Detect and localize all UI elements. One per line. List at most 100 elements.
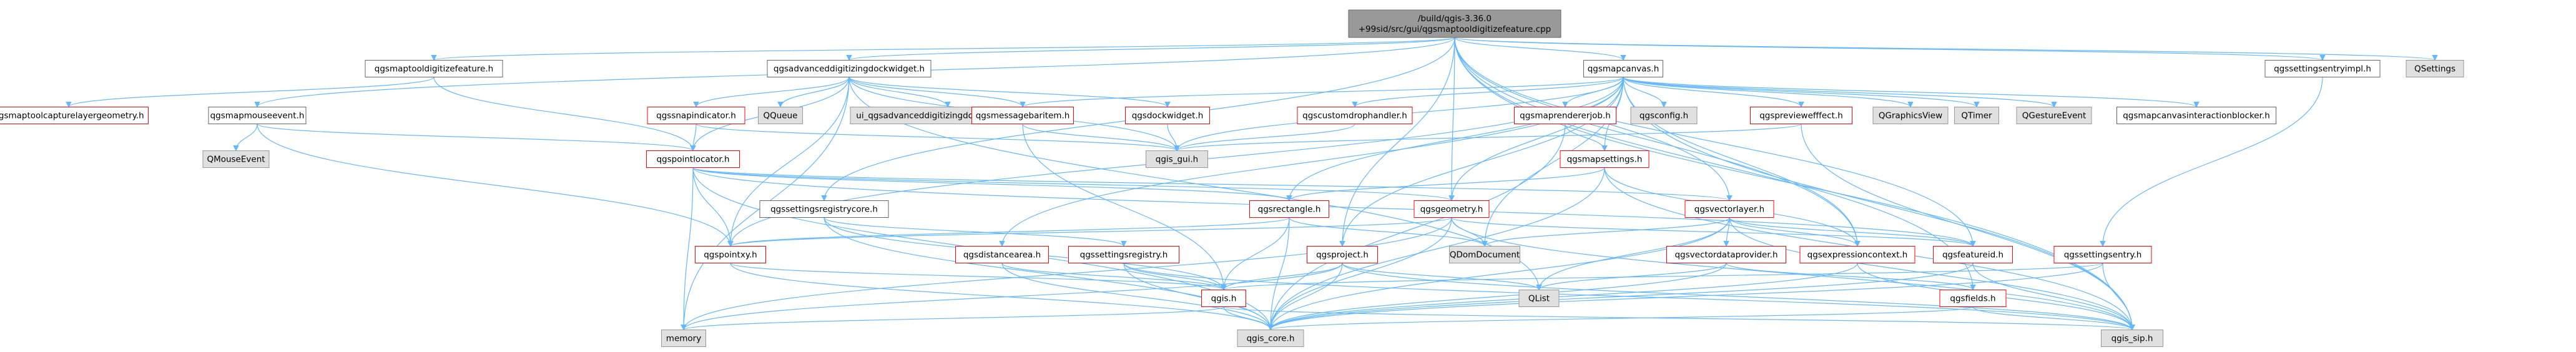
node-label: qgsproject.h [1316, 250, 1369, 260]
edge-settingsentry-to-qgis [1221, 262, 2103, 291]
edge-featureid-to-qgis_sip [1972, 263, 2135, 331]
node-label: qgssettingsentryimpl.h [2274, 64, 2371, 74]
edge-vectorlayer-to-qlist [1536, 217, 1730, 291]
node-qgis[interactable]: qgis.h [1201, 290, 1246, 307]
edge-root-to-geometry [1448, 37, 1455, 202]
edge-project-to-qgis [1221, 263, 1343, 291]
node-label: qgscustomdrophandler.h [1302, 111, 1407, 121]
node-label: qgspointlocator.h [656, 155, 729, 165]
edge-fields-to-qgis_core [1267, 306, 1974, 331]
node-label: qgsmaptoolcapturelayergeometry.h [0, 111, 144, 121]
node-memory: memory [661, 330, 706, 347]
node-expressioncontext[interactable]: qgsexpressioncontext.h [1799, 246, 1915, 263]
node-advanceddigitizingdockwidget[interactable]: qgsadvanceddigitizingdockwidget.h [767, 60, 932, 77]
node-label: qgsdistancearea.h [963, 250, 1041, 260]
edge-pointxy-to-qgis [730, 262, 1227, 291]
node-box [202, 150, 270, 168]
node-customdrophandler[interactable]: qgscustomdrophandler.h [1297, 107, 1413, 124]
node-pointlocator[interactable]: qgspointlocator.h [646, 150, 740, 168]
node-box [1518, 290, 1560, 307]
edge-mapcanvas-to-previeweffect [1623, 77, 1804, 108]
node-settingsregistrycore[interactable]: qgssettingsregistrycore.h [759, 200, 889, 218]
node-qgis_core: qgis_core.h [1237, 330, 1304, 347]
edge-vectorlayer-to-expressioncontext [1729, 217, 1861, 247]
node-settingsentryimpl[interactable]: qgssettingsentryimpl.h [2264, 60, 2381, 77]
node-qdomdocument: QDomDocument [1449, 246, 1520, 263]
edge-fields-to-qgis_sip [1972, 306, 2135, 331]
node-vectorlayer[interactable]: qgsvectorlayer.h [1684, 200, 1774, 218]
edge-advanceddigitizingdockwidget-to-snapindicator [693, 77, 850, 108]
edge-project-to-qlist [1342, 262, 1542, 291]
node-mapsettings[interactable]: qgsmapsettings.h [1560, 150, 1649, 168]
node-box [2016, 107, 2092, 124]
node-dockwidget[interactable]: qgsdockwidget.h [1125, 107, 1210, 124]
node-settingsregistry[interactable]: qgssettingsregistry.h [1068, 246, 1179, 263]
edge-mapmouseevent-to-pointlocator [257, 123, 696, 152]
node-pointxy[interactable]: qgspointxy.h [695, 246, 766, 263]
node-root[interactable]: /build/qgis-3.36.0+99sid/src/gui/qgsmapt… [1348, 9, 1561, 38]
node-mapmouseevent[interactable]: qgsmapmouseevent.h [208, 107, 307, 124]
edge-vectorlayer-to-qdomdocument [1482, 217, 1730, 247]
node-previeweffect[interactable]: qgspreviewefffect.h [1750, 107, 1852, 124]
node-box [1201, 290, 1246, 307]
node-distancearea[interactable]: qgsdistancearea.h [955, 246, 1049, 263]
edge-root-to-qsettings [1454, 37, 2438, 61]
node-maptooldigitizefeature[interactable]: qgsmaptooldigitizefeature.h [365, 60, 503, 77]
edge-mapsettings-to-qgis_core [1267, 167, 1605, 331]
node-geometry[interactable]: qgsgeometry.h [1413, 200, 1490, 218]
node-qgraphicsview: QGraphicsView [1872, 107, 1949, 124]
node-rectangle[interactable]: qgsrectangle.h [1249, 200, 1329, 218]
node-label: qgis_gui.h [1156, 155, 1198, 165]
node-fields[interactable]: qgsfields.h [1939, 290, 2007, 307]
node-box [955, 246, 1049, 263]
node-box [1560, 150, 1649, 168]
node-settingsentry[interactable]: qgssettingsentry.h [2053, 246, 2152, 263]
edge-featureid-to-qgis_core [1267, 263, 1974, 331]
node-label: qgsvectordataprovider.h [1674, 250, 1777, 260]
edge-pointlocator-to-vectorlayer [692, 167, 1733, 202]
edge-vectordataprovider-to-fields [1726, 262, 1976, 291]
node-maprendererjob[interactable]: qgsmaprendererjob.h [1514, 107, 1616, 124]
node-snapindicator[interactable]: qgssnapindicator.h [647, 107, 745, 124]
edge-mapsettings-to-rectangle [1286, 167, 1605, 202]
edge-pointxy-to-qgis_core [730, 263, 1274, 331]
node-mapcanvasinteractionblocker[interactable]: qgsmapcanvasinteractionblocker.h [2116, 107, 2276, 124]
node-qgis_sip: qgis_sip.h [2101, 330, 2163, 347]
node-label: QQueue [764, 111, 798, 121]
node-box [1933, 246, 2013, 263]
edge-vectorlayer-to-qgis_core [1267, 217, 1730, 331]
edge-settingsregistrycore-to-settingsregistry [823, 217, 1127, 247]
node-box [208, 107, 307, 124]
node-box [2264, 60, 2381, 77]
node-label: QDomDocument [1450, 250, 1520, 260]
edge-vectordataprovider-to-qgis_core [1267, 263, 1727, 331]
node-box [1125, 107, 1210, 124]
node-label: qgspreviewefffect.h [1759, 111, 1843, 121]
node-featureid[interactable]: qgsfeatureid.h [1933, 246, 2013, 263]
edge-rectangle-to-pointxy [727, 217, 1290, 247]
edge-mapcanvas-to-mapcanvasinteractionblocker [1623, 76, 2200, 108]
node-mapcanvas[interactable]: qgsmapcanvas.h [1583, 60, 1663, 77]
node-maptoolcapturelayergeometry[interactable]: qgsmaptoolcapturelayergeometry.h [0, 107, 149, 124]
node-label: qgsmaprendererjob.h [1520, 111, 1611, 121]
node-box [2101, 330, 2163, 347]
edge-settingsregistry-to-qgis_core [1123, 263, 1274, 331]
node-label: qgsdockwidget.h [1132, 111, 1204, 121]
node-box [1449, 246, 1520, 263]
node-label: qgis.h [1211, 294, 1237, 304]
edge-root-to-advanceddigitizingdockwidget [846, 37, 1455, 61]
edge-maptooldigitizefeature-to-maptoolcapturelayergeometry [66, 76, 435, 108]
node-box [759, 200, 889, 218]
edge-snapindicator-to-pointlocator [690, 124, 697, 152]
node-project[interactable]: qgsproject.h [1307, 246, 1378, 263]
edge-pointlocator-to-memory [681, 167, 694, 331]
edge-vectorlayer-to-qgis_sip [1729, 217, 2135, 331]
node-vectordataprovider[interactable]: qgsvectordataprovider.h [1666, 246, 1786, 263]
node-messagebaritem[interactable]: qgsmessagebaritem.h [971, 107, 1074, 124]
edge-vectordataprovider-to-qlist [1536, 263, 1727, 291]
edge-mapcanvas-to-messagebaritem [1020, 76, 1624, 108]
edge-mapcanvas-to-qtimer [1623, 76, 1980, 108]
edge-root-to-mapcanvas [1454, 37, 1626, 61]
node-label: QTimer [1961, 111, 1992, 121]
edge-pointlocator-to-featureid [692, 167, 1976, 247]
